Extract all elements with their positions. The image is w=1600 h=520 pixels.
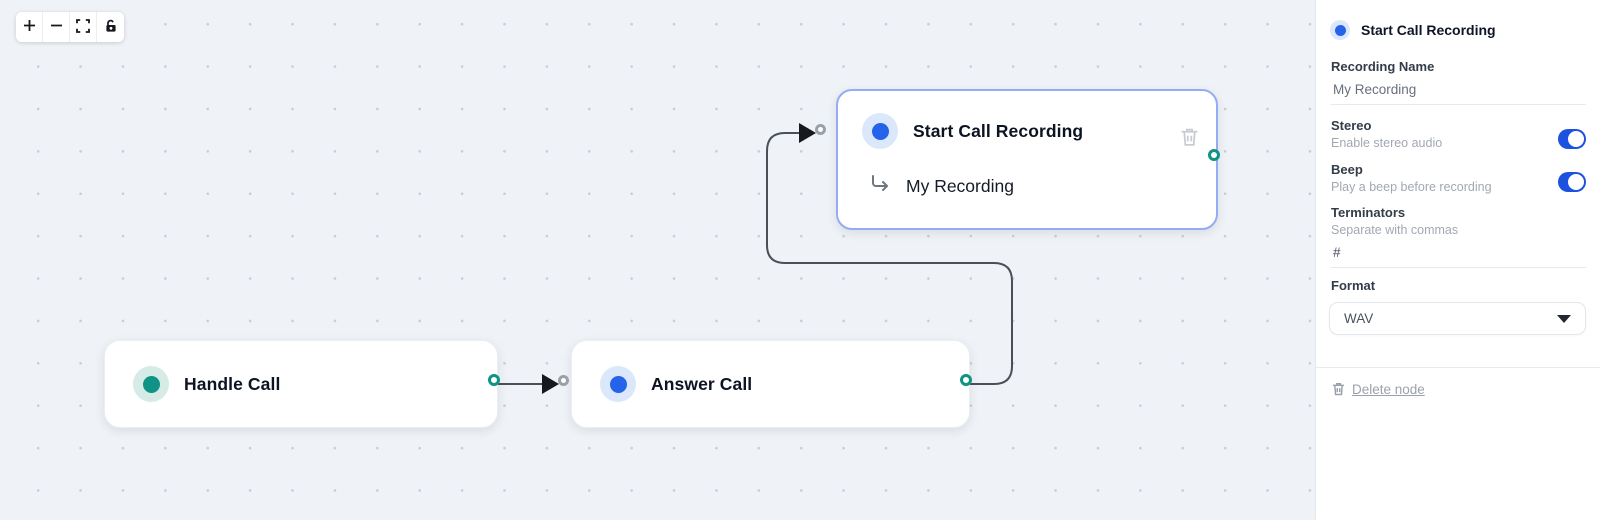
panel-divider: [1316, 367, 1600, 368]
edge-answer-to-recording[interactable]: [766, 132, 1013, 385]
handle-call-output-handle[interactable]: [488, 374, 500, 386]
recording-name-input[interactable]: [1333, 82, 1586, 97]
recording-input-handle[interactable]: [815, 124, 826, 135]
plus-icon: [23, 19, 36, 35]
answer-call-output-handle[interactable]: [960, 374, 972, 386]
stereo-label: Stereo: [1331, 118, 1372, 133]
fit-view-button[interactable]: [70, 12, 97, 42]
answer-call-input-handle[interactable]: [558, 375, 569, 386]
edge-arrowhead: [542, 374, 559, 394]
lock-icon: [104, 19, 118, 36]
node-status-dot: [133, 366, 169, 402]
zoom-in-button[interactable]: [16, 12, 43, 42]
node-status-dot: [1330, 20, 1350, 40]
delete-node-label: Delete node: [1352, 381, 1425, 397]
input-underline: [1331, 267, 1586, 268]
stereo-description: Enable stereo audio: [1331, 136, 1443, 150]
trash-icon: [1179, 128, 1200, 152]
input-underline: [1331, 104, 1586, 105]
stereo-toggle[interactable]: [1558, 129, 1586, 149]
zoom-out-button[interactable]: [43, 12, 70, 42]
node-title: Start Call Recording: [913, 120, 1084, 141]
fit-view-icon: [76, 18, 90, 36]
branch-arrow-icon: [868, 172, 892, 201]
node-title: Handle Call: [184, 373, 281, 394]
recording-name-label: Recording Name: [1331, 59, 1435, 74]
beep-label: Beep: [1331, 162, 1363, 177]
edge-arrowhead: [799, 123, 816, 143]
chevron-down-icon: [1557, 314, 1571, 323]
beep-toggle[interactable]: [1558, 172, 1586, 192]
node-answer-call[interactable]: Answer Call: [571, 340, 970, 428]
delete-node-button[interactable]: Delete node: [1331, 381, 1425, 397]
node-subtitle: My Recording: [906, 176, 1014, 196]
node-status-dot: [600, 366, 636, 402]
canvas-controls: [16, 12, 124, 42]
format-select[interactable]: WAV: [1329, 302, 1586, 335]
node-start-call-recording[interactable]: Start Call Recording My Recording: [836, 89, 1218, 230]
lock-interactivity-button[interactable]: [97, 12, 124, 42]
node-title: Answer Call: [651, 373, 753, 394]
node-handle-call[interactable]: Handle Call: [104, 340, 498, 428]
properties-panel: Start Call Recording Recording Name Ster…: [1315, 0, 1600, 520]
node-status-dot: [862, 113, 898, 149]
terminators-description: Separate with commas: [1331, 223, 1459, 237]
beep-description: Play a beep before recording: [1331, 180, 1492, 194]
recording-output-handle[interactable]: [1208, 149, 1220, 161]
format-label: Format: [1331, 278, 1376, 293]
edges-layer: [498, 123, 1013, 394]
terminators-input[interactable]: [1333, 245, 1586, 260]
format-selected-value: WAV: [1344, 311, 1374, 326]
flow-canvas[interactable]: Handle Call Answer Call Start Call Recor…: [0, 0, 1315, 520]
panel-header: Start Call Recording: [1330, 20, 1496, 40]
panel-title: Start Call Recording: [1361, 22, 1496, 38]
terminators-label: Terminators: [1331, 205, 1406, 220]
node-delete-button[interactable]: [1179, 125, 1200, 149]
minus-icon: [50, 19, 63, 35]
trash-icon: [1331, 381, 1346, 397]
